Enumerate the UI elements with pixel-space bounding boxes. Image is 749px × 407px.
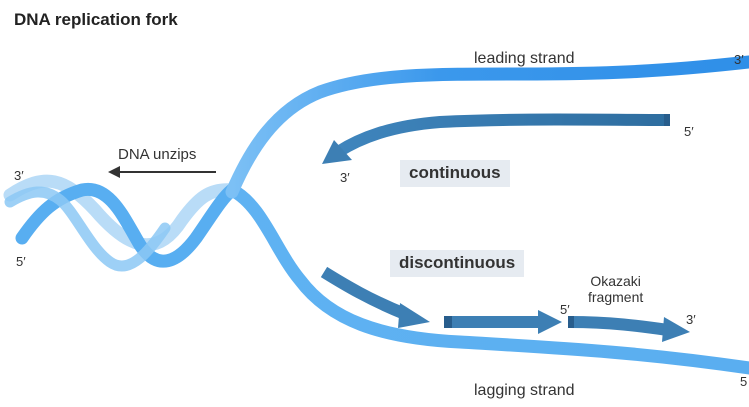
okazaki-3-end-label: 3′ <box>686 312 696 327</box>
left-bottom-end-label: 5′ <box>16 254 26 269</box>
okazaki-label-line2: fragment <box>588 289 644 305</box>
unzip-arrow <box>108 166 216 178</box>
lagging-strand-label: lagging strand <box>474 382 575 399</box>
leading-new-strand <box>322 113 670 164</box>
leading-new-5-end-label: 5′ <box>684 124 694 139</box>
leading-parent-strand <box>225 55 749 199</box>
lagging-parent-strand <box>225 183 749 375</box>
continuous-tag: continuous <box>400 160 510 187</box>
leading-strand-label: leading strand <box>474 50 575 67</box>
dna-unzips-label: DNA unzips <box>118 146 197 163</box>
okazaki-5-end-label: 5′ <box>560 302 570 317</box>
okazaki-fragment-label: Okazaki fragment <box>588 273 643 305</box>
helix-front-strand <box>4 182 239 272</box>
left-top-end-label: 3′ <box>14 168 24 183</box>
okazaki-label-line1: Okazaki <box>590 273 641 289</box>
okazaki-fragments <box>320 266 690 342</box>
leading-new-3-end-label: 3′ <box>340 170 350 185</box>
discontinuous-tag: discontinuous <box>390 250 525 277</box>
leading-arrowhead <box>322 140 352 164</box>
lagging-bottom-right-end-label: 5 <box>740 374 748 389</box>
leading-top-right-end-label: 3′ <box>734 52 744 67</box>
diagram-title: DNA replication fork <box>14 10 178 29</box>
